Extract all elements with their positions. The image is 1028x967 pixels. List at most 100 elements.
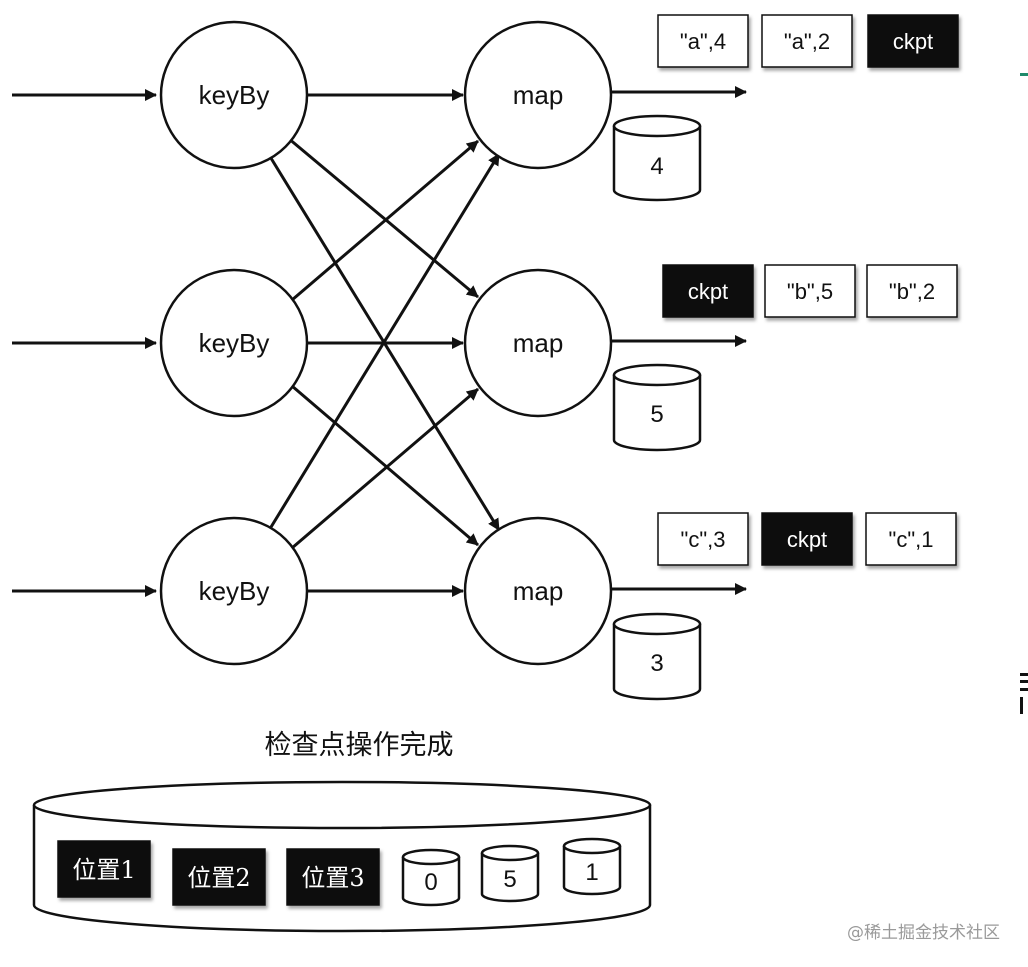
state-value: 4 bbox=[650, 153, 663, 180]
state-value: 5 bbox=[650, 401, 663, 428]
edge-keyby3-map1 bbox=[266, 153, 501, 533]
data-record: "c",1 bbox=[865, 512, 957, 566]
input-arrows bbox=[12, 89, 157, 597]
record-box bbox=[764, 264, 856, 318]
record-box bbox=[761, 512, 853, 566]
storage-top bbox=[32, 780, 652, 830]
record-label: "c",1 bbox=[889, 527, 934, 552]
cropped-glyph-fragment bbox=[1020, 680, 1028, 683]
cylinder-body bbox=[480, 853, 540, 903]
data-record: "b",5 bbox=[764, 264, 856, 318]
keyby-operator-2: keyBy bbox=[159, 268, 309, 418]
state-cylinder-3: 3 bbox=[612, 612, 702, 701]
record-stream-1: "a",4 "a",2 ckpt bbox=[657, 14, 959, 68]
record-box bbox=[657, 512, 749, 566]
cylinder-body bbox=[612, 126, 702, 202]
record-stream-3: "c",3 ckpt "c",1 bbox=[657, 512, 957, 566]
record-box bbox=[867, 14, 959, 68]
map-node-shape bbox=[463, 20, 613, 170]
position-box bbox=[57, 840, 151, 898]
stored-state-value: 1 bbox=[585, 859, 598, 886]
cylinder-top bbox=[562, 837, 622, 855]
position-label: 位置1 bbox=[72, 856, 135, 884]
cylinder-body bbox=[612, 375, 702, 452]
record-label: ckpt bbox=[893, 29, 933, 54]
record-label: ckpt bbox=[787, 527, 827, 552]
stored-state-value: 0 bbox=[424, 869, 437, 896]
data-record: "a",4 bbox=[657, 14, 749, 68]
record-stream-2: ckpt "b",5 "b",2 bbox=[662, 264, 958, 318]
stored-state-value: 5 bbox=[503, 866, 516, 893]
cropped-glyph-fragment bbox=[1020, 673, 1028, 676]
edge-keyby2-map3 bbox=[291, 384, 479, 547]
cropped-glyph-fragment bbox=[1020, 688, 1028, 691]
record-box bbox=[866, 264, 958, 318]
record-box bbox=[662, 264, 754, 318]
keyby-node-label: keyBy bbox=[199, 328, 270, 358]
checkpoint-barrier: ckpt bbox=[761, 512, 853, 566]
checkpoint-storage: 位置1 位置2 位置3 0 5 1 bbox=[32, 780, 652, 933]
output-arrows bbox=[612, 86, 747, 595]
cylinder-body bbox=[562, 846, 622, 896]
record-label: "a",4 bbox=[680, 29, 726, 54]
map-operator-1: map bbox=[463, 20, 613, 170]
record-label: "b",2 bbox=[889, 279, 935, 304]
record-label: "c",3 bbox=[681, 527, 726, 552]
accent-mark bbox=[1020, 73, 1028, 76]
map-node-shape bbox=[463, 268, 613, 418]
checkpoint-barrier: ckpt bbox=[867, 14, 959, 68]
state-cylinder-1: 4 bbox=[612, 114, 702, 202]
state-cylinder-2: 5 bbox=[612, 363, 702, 452]
cylinder-body bbox=[612, 624, 702, 701]
keyby-node-shape bbox=[159, 20, 309, 170]
cropped-glyph-fragment bbox=[1020, 697, 1023, 714]
edge-keyby1-map2 bbox=[287, 136, 479, 299]
map-node-label: map bbox=[513, 328, 564, 358]
storage-state-3: 1 bbox=[562, 837, 622, 896]
edge-keyby1-map3 bbox=[264, 149, 501, 531]
keyby-node-label: keyBy bbox=[199, 576, 270, 606]
position-box bbox=[172, 848, 266, 906]
record-box bbox=[865, 512, 957, 566]
storage-state-2: 5 bbox=[480, 844, 540, 903]
record-box bbox=[657, 14, 749, 68]
cylinder-body bbox=[401, 857, 461, 907]
keyby-operator-1: keyBy bbox=[159, 20, 309, 170]
map-node-label: map bbox=[513, 80, 564, 110]
map-operator-3: map bbox=[463, 516, 613, 666]
edge-fragments bbox=[1020, 73, 1028, 714]
data-record: "c",3 bbox=[657, 512, 749, 566]
position-box bbox=[286, 848, 380, 906]
watermark-text: @稀土掘金技术社区 bbox=[847, 923, 1000, 943]
record-label: "a",2 bbox=[784, 29, 830, 54]
edge-keyby2-map1 bbox=[291, 139, 479, 302]
map-node-label: map bbox=[513, 576, 564, 606]
keyby-operator-3: keyBy bbox=[159, 516, 309, 666]
storage-position-3: 位置3 bbox=[286, 848, 380, 906]
cylinder-top bbox=[480, 844, 540, 862]
state-value: 3 bbox=[650, 650, 663, 677]
storage-state-1: 0 bbox=[401, 848, 461, 907]
shuffle-edges bbox=[264, 89, 501, 597]
cylinder-top bbox=[612, 114, 702, 138]
map-operator-2: map bbox=[463, 268, 613, 418]
keyby-node-label: keyBy bbox=[199, 80, 270, 110]
map-node-shape bbox=[463, 516, 613, 666]
storage-position-2: 位置2 bbox=[172, 848, 266, 906]
keyby-node-shape bbox=[159, 516, 309, 666]
checkpoint-barrier: ckpt bbox=[662, 264, 754, 318]
cylinder-top bbox=[612, 363, 702, 387]
data-record: "b",2 bbox=[866, 264, 958, 318]
record-box bbox=[761, 14, 853, 68]
checkpoint-complete-caption: 检查点操作完成 bbox=[265, 730, 454, 761]
position-label: 位置2 bbox=[187, 864, 250, 892]
data-record: "a",2 bbox=[761, 14, 853, 68]
keyby-node-shape bbox=[159, 268, 309, 418]
record-label: ckpt bbox=[688, 279, 728, 304]
cylinder-top bbox=[612, 612, 702, 636]
record-label: "b",5 bbox=[787, 279, 833, 304]
position-label: 位置3 bbox=[301, 864, 364, 892]
edge-keyby3-map2 bbox=[291, 387, 479, 550]
